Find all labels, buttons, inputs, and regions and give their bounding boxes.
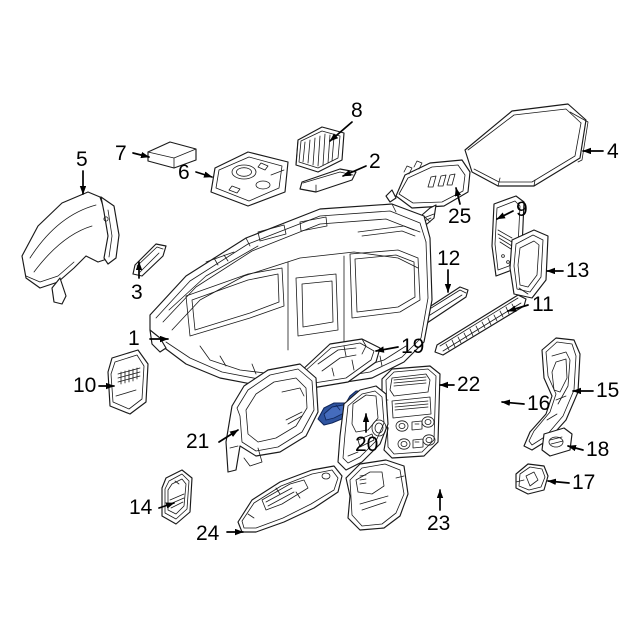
callout-4: 4 bbox=[607, 140, 619, 163]
part-3-side-defroster-trim bbox=[132, 243, 167, 277]
callout-14: 14 bbox=[129, 496, 153, 519]
part-4-upper-dash-pad-cover bbox=[464, 103, 589, 187]
part-15-right-pillar-trim bbox=[523, 337, 581, 451]
callout-15: 15 bbox=[596, 379, 620, 402]
callout-20: 20 bbox=[355, 433, 379, 456]
part-16-center-console-side-trim bbox=[337, 385, 389, 471]
part-17-small-bracket bbox=[515, 463, 549, 495]
callout-3: 3 bbox=[131, 281, 143, 304]
callout-10: 10 bbox=[73, 374, 97, 397]
part-7-small-cover-plate bbox=[147, 141, 197, 169]
part-10-left-side-vent-cover bbox=[107, 349, 149, 415]
callout-6: 6 bbox=[178, 161, 190, 184]
part-14-left-lower-vent-bezel bbox=[161, 469, 193, 525]
callout-12: 12 bbox=[437, 247, 461, 270]
part-2-upper-trim-strip bbox=[299, 168, 357, 193]
callout-7: 7 bbox=[115, 142, 127, 165]
callout-24: 24 bbox=[196, 522, 220, 545]
callout-5: 5 bbox=[76, 148, 88, 171]
callout-16: 16 bbox=[527, 392, 551, 415]
callout-18: 18 bbox=[586, 438, 610, 461]
callout-1: 1 bbox=[128, 327, 140, 350]
callout-25: 25 bbox=[448, 205, 472, 228]
callout-2: 2 bbox=[369, 150, 381, 173]
part-8-defroster-grille bbox=[295, 126, 345, 173]
callout-17: 17 bbox=[572, 471, 596, 494]
callout-8: 8 bbox=[351, 99, 363, 122]
part-21-cluster-bezel bbox=[225, 363, 319, 473]
callout-9: 9 bbox=[516, 198, 528, 221]
part-19-glove-box-upper-trim bbox=[299, 338, 381, 389]
part-13-side-bezel-frame bbox=[509, 229, 549, 299]
part-24-glove-box-door bbox=[237, 465, 343, 533]
callout-22: 22 bbox=[457, 373, 481, 396]
part-5-cluster-hood-cover bbox=[21, 191, 120, 305]
callout-19: 19 bbox=[401, 335, 425, 358]
part-23-lower-knee-bolster bbox=[345, 459, 409, 531]
leader-lines bbox=[79, 121, 604, 536]
callout-11: 11 bbox=[532, 293, 554, 316]
callout-13: 13 bbox=[566, 259, 590, 282]
callout-21: 21 bbox=[186, 430, 210, 453]
part-6-center-storage-tray bbox=[210, 151, 289, 207]
part-22-radio-hvac-control-bezel bbox=[381, 365, 441, 459]
part-1-instrument-panel-main bbox=[149, 203, 433, 387]
callout-23: 23 bbox=[427, 512, 451, 535]
